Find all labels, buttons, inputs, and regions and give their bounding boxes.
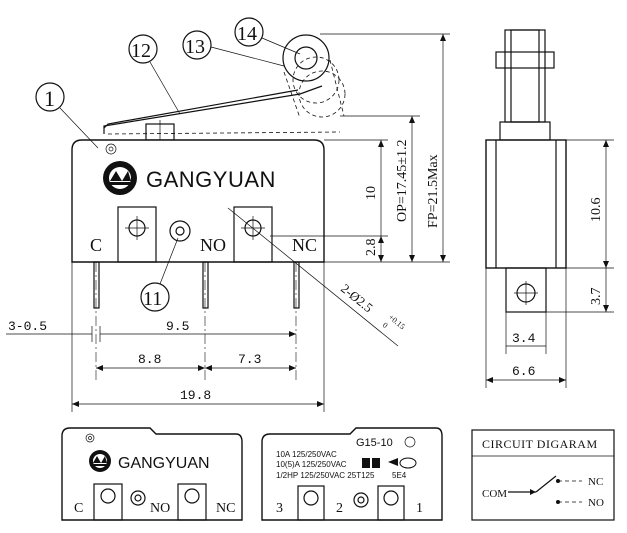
dim-op: OP=17.45±1.2 <box>395 140 410 222</box>
dim-7-3: 7.3 <box>238 352 261 367</box>
vertical-dimensions: 2.8 10 OP=17.45±1.2 FP=21.5Max <box>270 33 450 263</box>
rating-line-3: 1/2HP 125/250VAC 25T125 <box>276 471 375 480</box>
svg-text:0: 0 <box>381 321 390 331</box>
svg-text:C: C <box>74 501 83 516</box>
svg-text:5E4: 5E4 <box>392 471 407 480</box>
svg-text:2-Ø2.5: 2-Ø2.5 <box>338 281 376 316</box>
brand-name-small: GANGYUAN <box>118 455 210 472</box>
side-view: 10.6 3.7 3.4 6.6 <box>485 29 614 388</box>
callout-13: 13 <box>182 30 285 67</box>
svg-text:1: 1 <box>44 86 55 111</box>
dim-10-6: 10.6 <box>589 198 604 223</box>
svg-text:3: 3 <box>276 501 283 516</box>
terminal-label-c: C <box>90 235 102 255</box>
svg-text:NC: NC <box>216 501 235 516</box>
svg-text:12: 12 <box>131 40 151 62</box>
svg-text:2: 2 <box>336 501 343 516</box>
svg-text:NO: NO <box>150 501 170 516</box>
dim-2-8: 2.8 <box>364 239 379 257</box>
circuit-title: CIRCUIT DIGARAM <box>482 437 598 451</box>
rating-label-view: G15-10 10A 125/250VAC 10(5)A 125/250VAC … <box>261 427 443 521</box>
dim-19-8: 19.8 <box>180 388 211 403</box>
dim-3-0-5: 3-0.5 <box>8 319 47 334</box>
gangyuan-logo-icon <box>103 161 137 195</box>
model-number: G15-10 <box>356 437 393 449</box>
terminal-label-no: NO <box>200 235 226 255</box>
rating-line-1: 10A 125/250VAC <box>276 450 337 459</box>
front-label-view: GANGYUAN C NO NC <box>61 427 243 521</box>
roller <box>282 34 330 82</box>
callout-11: 11 <box>140 237 179 312</box>
circuit-com: COM <box>482 488 507 500</box>
svg-text:14: 14 <box>237 23 257 45</box>
circuit-nc: NC <box>588 476 603 488</box>
circuit-diagram: CIRCUIT DIGARAM COM NC NO <box>471 429 615 521</box>
dim-6-6: 6.6 <box>512 364 535 379</box>
brand-name: GANGYUAN <box>146 167 276 192</box>
gangyuan-logo-small-icon <box>89 450 111 472</box>
callout-12: 12 <box>128 34 181 115</box>
horizontal-dimensions: 3-0.5 9.5 8.8 7.3 19.8 <box>6 262 325 412</box>
rating-line-2: 10(5)A 125/250VAC <box>276 460 347 469</box>
svg-text:+0.15: +0.15 <box>387 313 407 332</box>
dim-fp: FP=21.5Max <box>426 154 441 228</box>
cqc-mark-icon <box>388 457 417 469</box>
dim-8-8: 8.8 <box>138 352 161 367</box>
ul-mark-icon <box>362 458 380 468</box>
dim-3-7: 3.7 <box>589 288 604 306</box>
dim-10: 10 <box>364 186 379 200</box>
switch-body <box>71 139 325 263</box>
callout-14: 14 <box>234 17 301 55</box>
lever-arm <box>103 85 323 134</box>
circuit-no: NO <box>588 497 604 509</box>
dim-3-4: 3.4 <box>512 331 536 346</box>
svg-text:1: 1 <box>416 501 423 516</box>
terminal-label-nc: NC <box>292 235 317 255</box>
dim-9-5: 9.5 <box>166 319 189 334</box>
callout-1: 1 <box>35 82 99 149</box>
svg-text:11: 11 <box>143 288 162 310</box>
front-view: GANGYUAN C NO NC <box>71 34 346 380</box>
svg-text:13: 13 <box>185 36 205 58</box>
